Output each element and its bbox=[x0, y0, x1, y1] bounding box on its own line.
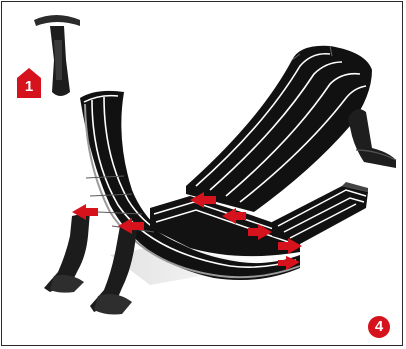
support-pillar-icon bbox=[34, 15, 80, 96]
instruction-panel bbox=[1, 1, 403, 346]
raised-curve-track bbox=[186, 45, 372, 213]
step-number-badge: 4 bbox=[368, 316, 390, 338]
sub-step-badge: 1 bbox=[17, 68, 41, 98]
sub-step-house-shape bbox=[17, 68, 41, 98]
straight-track bbox=[272, 182, 368, 244]
sub-step-number: 1 bbox=[24, 78, 34, 95]
right-support-pillar bbox=[348, 109, 397, 168]
left-support-pillars bbox=[44, 212, 138, 315]
red-arrow-icon bbox=[72, 192, 302, 270]
